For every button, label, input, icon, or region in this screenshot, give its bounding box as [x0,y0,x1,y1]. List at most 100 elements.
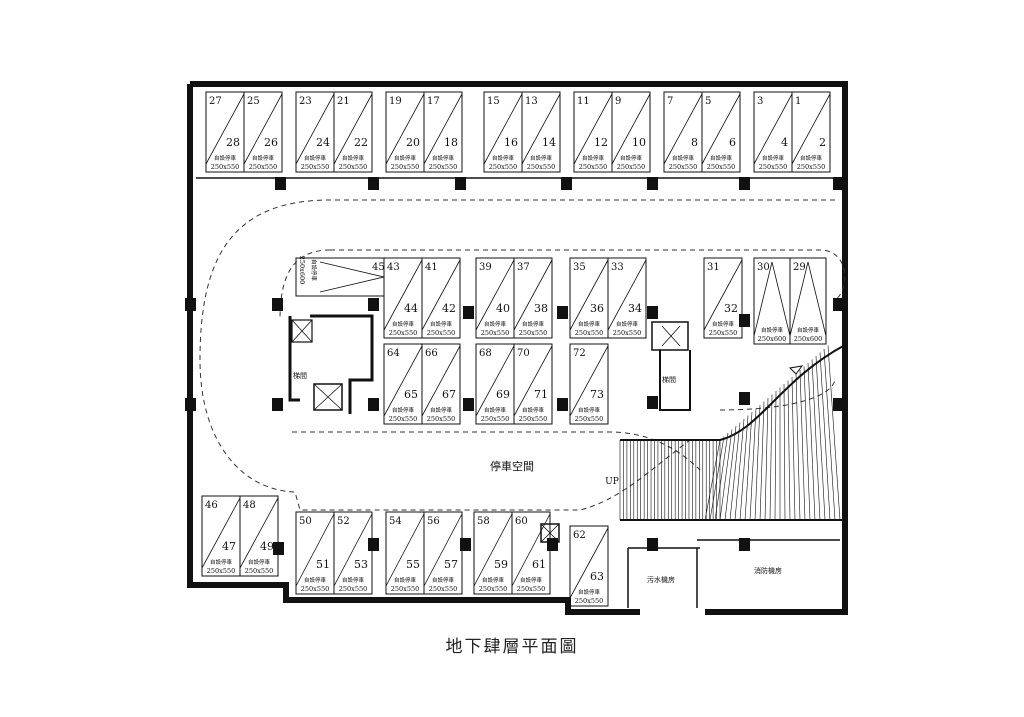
column [460,538,471,551]
spot-size-label: 250x550 [579,163,607,171]
ramp-step [799,369,806,521]
spot-outline [513,343,553,425]
spot-number-bottom: 26 [264,136,278,149]
structural-columns [185,177,844,555]
spot-type-label: 自設停車 [304,576,327,584]
pump-room-label: 污水機房 [647,575,675,584]
column [368,538,379,551]
spot-number-top: 41 [425,262,438,273]
ramp-step [803,366,811,521]
spot-type-label: 自設停車 [797,326,820,334]
spot-number-bottom: 55 [406,558,420,571]
column [739,392,750,405]
spot-number-bottom: 16 [504,136,518,149]
column [275,177,286,190]
column [368,177,379,190]
spot-diagonal [423,513,463,587]
spot-number-bottom: 61 [532,558,546,571]
column [368,298,379,311]
spot-type-label: 自設停車 [252,154,275,162]
spot-number-top: 70 [517,348,530,359]
spot-type-label: 自設停車 [430,406,453,414]
spot-type-label: 自設停車 [712,320,735,328]
spot-type-label: 自設停車 [522,406,545,414]
spot-size-label: 250x550 [479,585,507,593]
spot-number-bottom: 12 [594,136,608,149]
spot-size-label: 250x550 [797,163,825,171]
column [272,298,283,311]
spot-diagonal [385,93,425,165]
spot-number-top: 52 [337,516,350,527]
stair-label: 梯間 [662,375,676,384]
spot-type-label: 自設停車 [210,558,233,566]
spot-size-label: 250x600 [758,335,786,343]
column [273,542,284,555]
spot-type-label: 自設停車 [304,154,327,162]
spot-number-bottom: 2 [819,136,826,149]
spot-diagonal [611,93,651,165]
spot-number-top: 58 [477,516,490,527]
column [463,306,474,319]
spot-size-label: 250x550 [707,163,735,171]
spot-outline [701,91,741,173]
spot-type-label: 自設停車 [430,320,453,328]
ramp-arrow [788,365,804,375]
up-label: UP [605,477,619,487]
spot-size-label: 250x550 [391,163,419,171]
spot-size-label: 250x550 [759,163,787,171]
spot-number-bottom: 57 [444,558,458,571]
spot-number-bottom: 8 [691,136,698,149]
parking-area-label: 停車空間 [490,459,534,473]
ramp-step [783,383,786,521]
interior-lines [196,177,843,608]
spot-number-top: 54 [389,516,402,527]
ramp-step [719,429,733,521]
spot-type-label: 自設停車 [484,406,507,414]
spot-outline [333,511,373,595]
spot-outline [521,91,561,173]
spot-number-top: 50 [299,516,312,527]
elevator-cross [313,383,343,411]
spot-size-label: 250x550 [575,415,603,423]
spot-diagonal [295,93,335,165]
plan-title: 地下肆層平面圖 [445,637,579,657]
spot-size-label: 250x600 [298,256,306,284]
column [272,398,283,411]
ramp-step [823,348,836,521]
spot-outline [607,257,647,339]
spot-type-label: 自設停車 [392,406,415,414]
spot-number-top: 7 [667,96,673,107]
spot-outline [703,257,743,339]
spot-outline [611,91,651,173]
spot-type-label: 自設停車 [800,154,823,162]
spot-number-top: 60 [515,516,528,527]
spot-outline [333,91,373,173]
spot-size-label: 250x550 [481,415,509,423]
spot-diagonal [663,93,703,165]
spot-outline [569,343,609,425]
spot-type-label: 自設停車 [492,154,515,162]
ramp-step [811,359,821,521]
ramp-step [734,418,745,521]
spot-type-label: 自設停車 [761,326,784,334]
spot-number-bottom: 34 [628,302,642,315]
ramp-step [709,436,725,521]
stair-cores: 梯間梯間 [288,314,691,543]
spot-diagonal [333,93,373,165]
column [739,538,750,551]
spot-diagonal [201,497,241,569]
spot-size-label: 250x550 [427,329,455,337]
spot-number-bottom: 42 [442,302,456,315]
elevator-box [651,321,689,351]
